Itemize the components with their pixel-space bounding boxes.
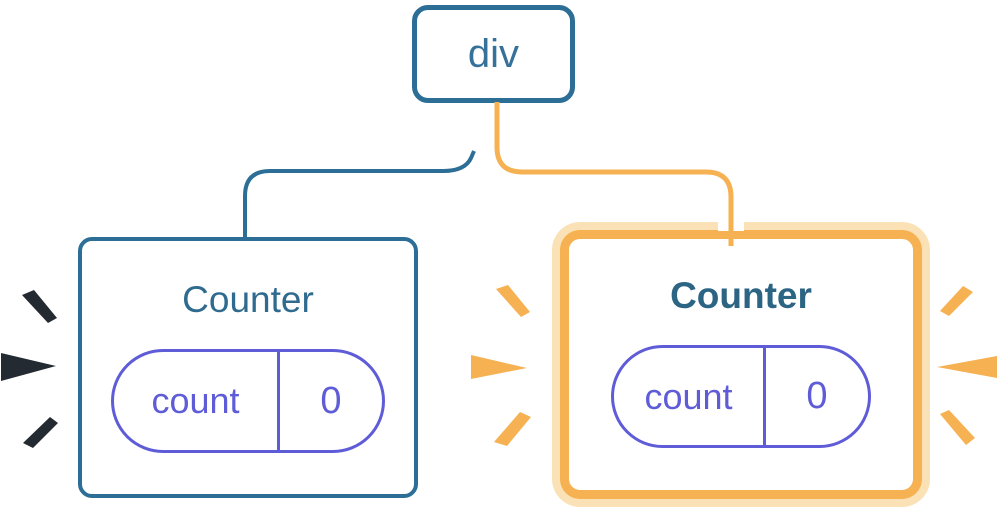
sparkle-burst-right-counter-left-icon [471, 285, 531, 446]
sparkle-wedge [23, 417, 58, 448]
state-key-cell: count [114, 352, 277, 450]
edge-div-to-left-counter [243, 150, 476, 241]
state-value: 0 [806, 375, 828, 417]
counter-node-left: Counter count 0 [78, 237, 418, 498]
counter-title: Counter [670, 275, 812, 316]
root-node-label: div [467, 31, 520, 76]
sparkle-wedge [940, 410, 975, 445]
sparkle-wedge [494, 412, 531, 446]
state-pill-divider [277, 352, 280, 450]
sparkle-burst-right-counter-right-icon [937, 286, 997, 445]
sparkle-wedge [1, 353, 56, 381]
sparkle-wedge [496, 285, 530, 317]
state-value-cell: 0 [280, 352, 382, 450]
sparkle-wedge [471, 355, 527, 379]
counter-title: Counter [182, 279, 314, 320]
state-value-cell: 0 [766, 348, 868, 445]
state-pill: count 0 [111, 349, 385, 453]
edge-div-to-right-counter [494, 102, 734, 246]
sparkle-wedge [937, 356, 997, 378]
root-node-div: div [412, 5, 575, 103]
state-value: 0 [320, 379, 342, 422]
state-pill: count 0 [611, 345, 871, 448]
sparkle-burst-left-counter-icon [1, 290, 58, 448]
state-key: count [151, 380, 240, 421]
edge-highlight-casing [484, 104, 744, 231]
sparkle-wedge [22, 290, 57, 323]
state-key: count [644, 375, 733, 417]
state-key-cell: count [614, 348, 763, 445]
state-pill-divider [763, 348, 766, 445]
sparkle-wedge [940, 286, 973, 316]
counter-node-right: Counter count 0 [560, 230, 922, 499]
